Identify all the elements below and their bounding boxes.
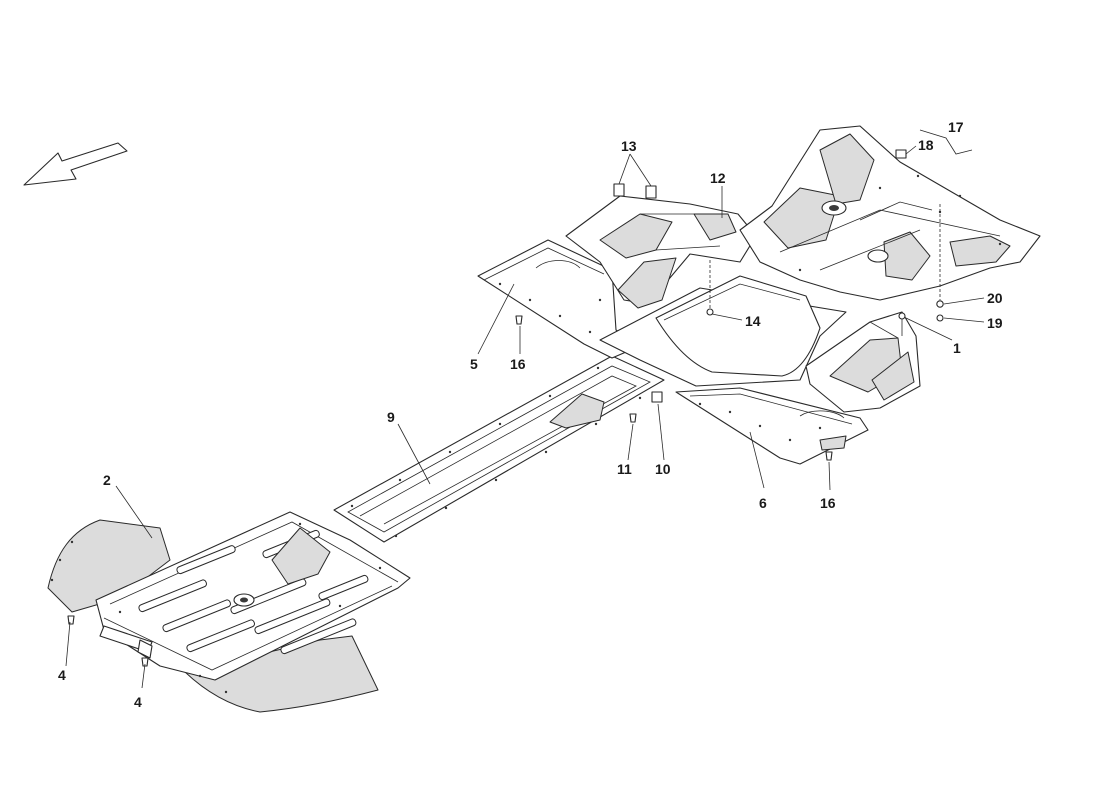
callout-13: 13 bbox=[621, 138, 637, 154]
screw-4b[interactable] bbox=[141, 657, 149, 667]
screw-4a[interactable] bbox=[67, 615, 75, 625]
left-duct-assembly[interactable] bbox=[565, 183, 757, 309]
callout-6: 6 bbox=[759, 495, 767, 511]
callout-20: 20 bbox=[987, 290, 1003, 306]
callout-14: 14 bbox=[745, 313, 761, 329]
callout-11: 11 bbox=[617, 461, 632, 477]
callout-2: 2 bbox=[103, 472, 111, 488]
leader-lines bbox=[65, 145, 985, 689]
callout-4a: 4 bbox=[58, 667, 66, 683]
centre-tunnel-panel[interactable] bbox=[333, 355, 665, 543]
callout-16a: 16 bbox=[510, 356, 526, 372]
right-mid-panel[interactable] bbox=[629, 387, 869, 465]
callout-labels: 1 2 4 4 5 6 9 10 11 12 13 14 16 16 17 18… bbox=[58, 119, 1003, 710]
callout-1: 1 bbox=[953, 340, 961, 356]
callout-5: 5 bbox=[470, 356, 478, 372]
callout-17: 17 bbox=[948, 119, 964, 135]
callout-16b: 16 bbox=[820, 495, 836, 511]
rear-underbody[interactable] bbox=[739, 125, 1041, 322]
callout-19: 19 bbox=[987, 315, 1003, 331]
callout-10: 10 bbox=[655, 461, 671, 477]
front-undertray[interactable] bbox=[47, 511, 411, 713]
callout-12: 12 bbox=[710, 170, 726, 186]
callout-9: 9 bbox=[387, 409, 395, 425]
right-duct-assembly[interactable] bbox=[805, 311, 921, 413]
callout-18: 18 bbox=[918, 137, 934, 153]
direction-arrow-icon bbox=[23, 142, 128, 186]
central-floor-pan[interactable] bbox=[599, 260, 847, 387]
callout-4b: 4 bbox=[134, 694, 142, 710]
